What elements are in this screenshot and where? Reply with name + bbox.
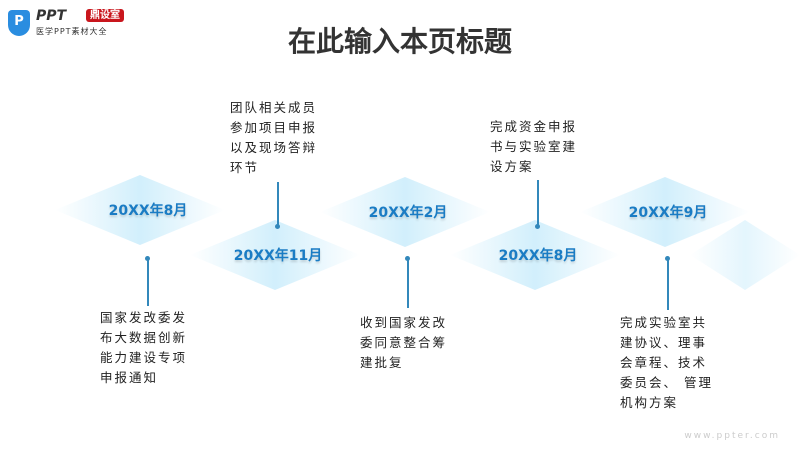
connector-dot xyxy=(405,256,410,261)
watermark: www.ppter.com xyxy=(684,431,780,441)
connector-dot xyxy=(275,224,280,229)
logo: P PPT 鼎设室 医学PPT素材大全 xyxy=(8,8,158,40)
milestone-desc: 收到国家发改委同意整合筹建批复 xyxy=(360,315,448,370)
page-title: 在此输入本页标题 xyxy=(287,25,512,58)
milestone-desc: 完成资金申报书与实验室建设方案 xyxy=(490,119,578,174)
milestone-desc: 国家发改委发布大数据创新能力建设专项申报通知 xyxy=(100,310,188,385)
milestone-date: 20XX年8月 xyxy=(108,203,188,219)
connector-line xyxy=(277,182,279,226)
logo-tagline: 医学PPT素材大全 xyxy=(36,27,108,36)
shield-p-icon: P xyxy=(8,10,30,36)
connector-line xyxy=(147,258,149,306)
connector-line xyxy=(407,258,409,308)
milestone-date: 20XX年9月 xyxy=(628,205,708,221)
logo-badge: 鼎设室 xyxy=(86,9,124,22)
milestone-desc: 完成实验室共建协议、理事会章程、技术委员会、 管理机构方案 xyxy=(620,315,713,410)
connector-line xyxy=(537,180,539,226)
connector-dot xyxy=(145,256,150,261)
milestone-date: 20XX年8月 xyxy=(498,248,578,264)
milestone-desc: 团队相关成员参加项目申报以及现场答辩环节 xyxy=(230,100,318,175)
logo-brand: PPT xyxy=(36,8,67,24)
connector-line xyxy=(667,258,669,310)
connector-dot xyxy=(665,256,670,261)
connector-dot xyxy=(535,224,540,229)
milestone-date: 20XX年2月 xyxy=(368,205,448,221)
diamond-bg xyxy=(690,220,800,290)
milestone-date: 20XX年11月 xyxy=(233,248,323,264)
